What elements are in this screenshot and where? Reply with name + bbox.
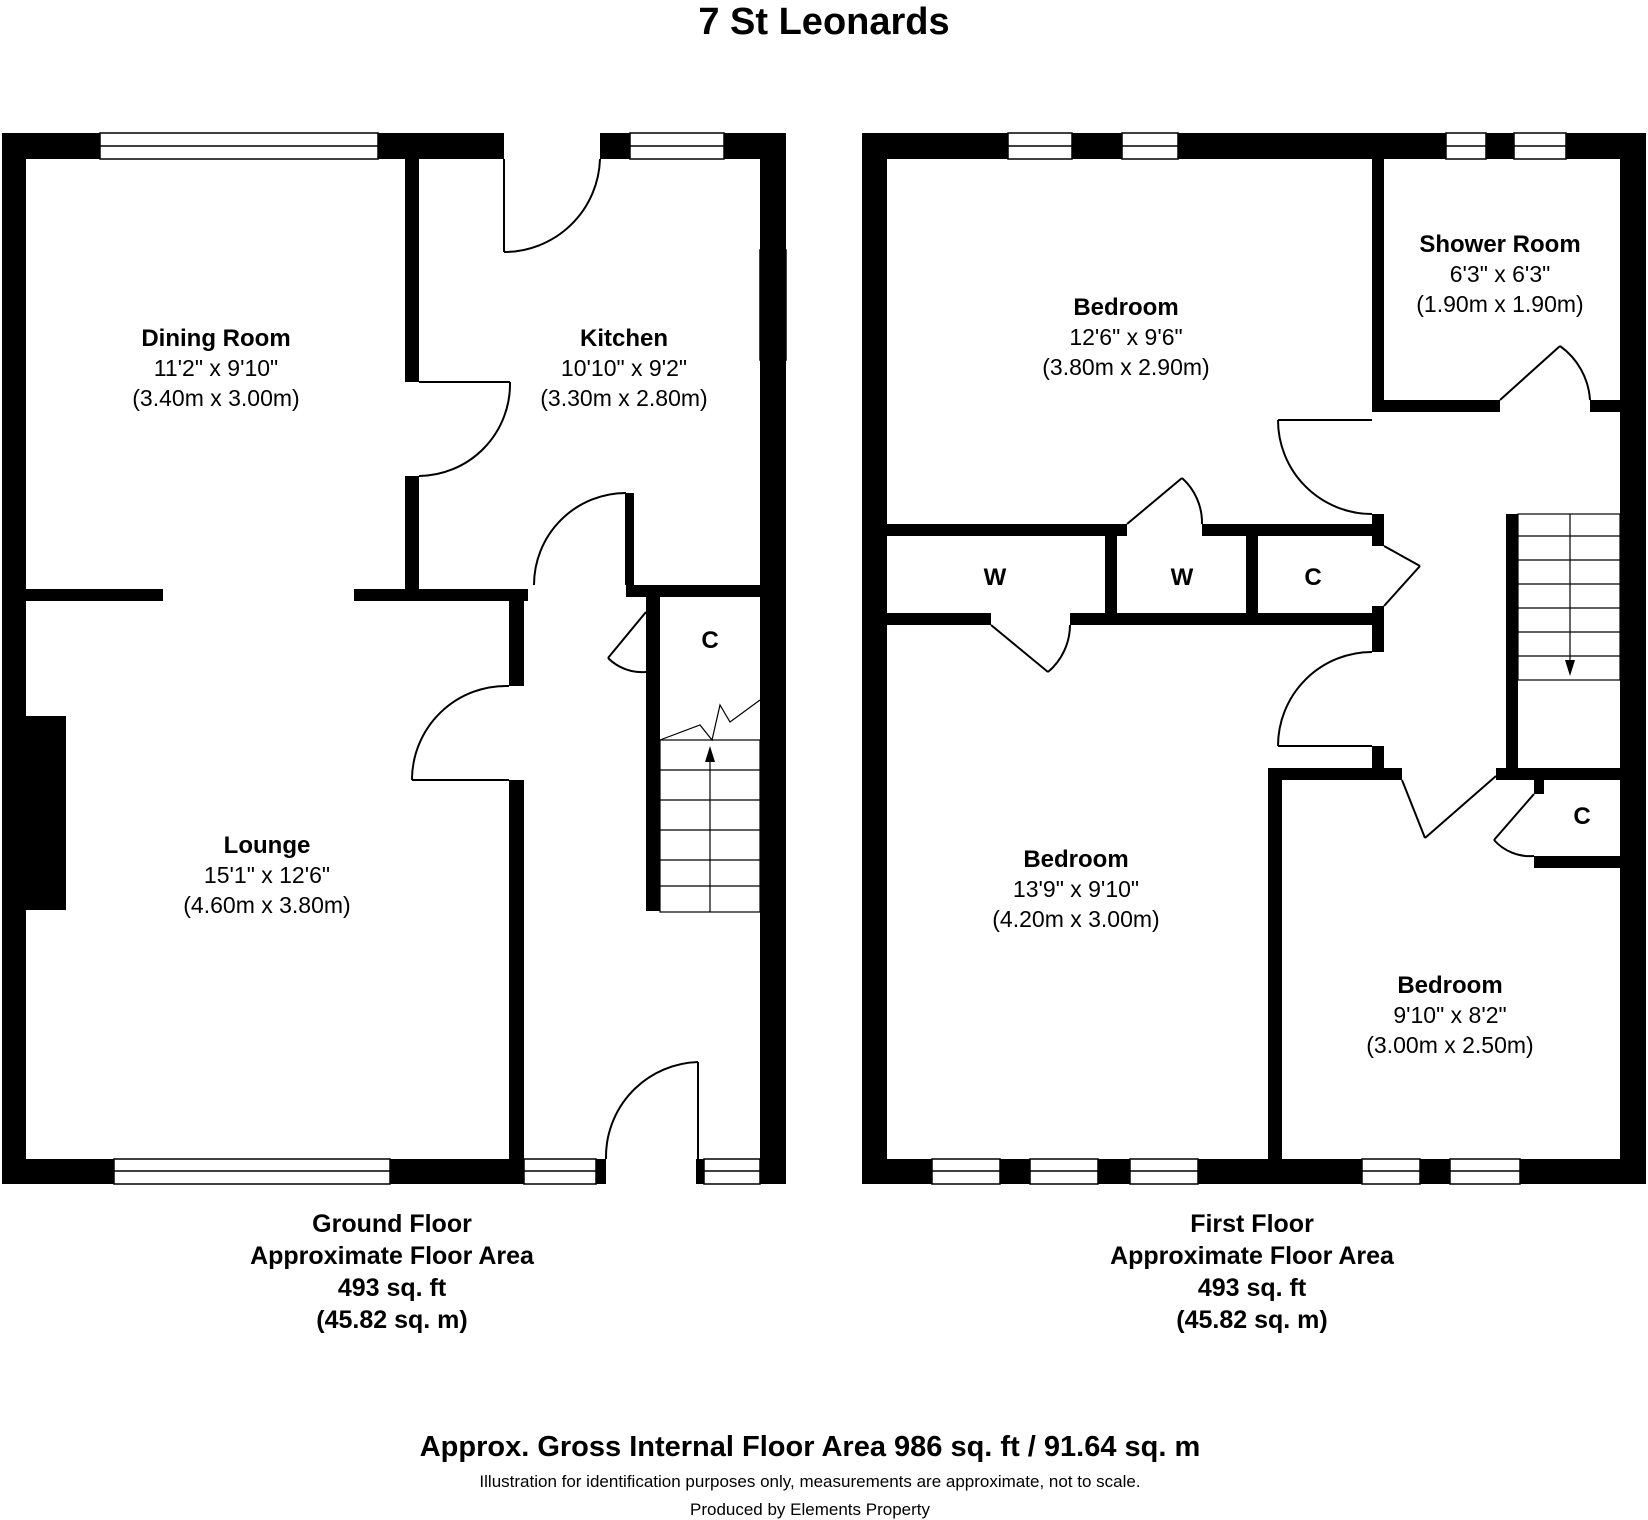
ground-floor-windows: [99, 132, 787, 1185]
first-floor-stairs: [1517, 513, 1621, 681]
floor-area-sqm: (45.82 sq. m): [1176, 1306, 1328, 1334]
room-dimensions-metric: (4.60m x 3.80m): [183, 892, 351, 918]
wardrobe-label: W: [983, 564, 1007, 591]
floor-area-sqft: 493 sq. ft: [1197, 1274, 1307, 1302]
room-name: Bedroom: [1023, 846, 1129, 873]
floor-name: First Floor: [1190, 1210, 1314, 1238]
first-floor-doors: [990, 345, 1591, 858]
ground-floor-stair-arrow: [705, 746, 715, 762]
room-name: Bedroom: [1073, 294, 1179, 321]
room-label-shower-room: Shower Room 6'3" x 6'3" (1.90m x 1.90m): [1390, 233, 1610, 316]
room-name: Bedroom: [1397, 972, 1503, 999]
page-title: 7 St Leonards: [698, 1, 950, 43]
room-dimensions-imperial: 9'10" x 8'2": [1393, 1002, 1507, 1028]
floor-area-sqm: (45.82 sq. m): [316, 1306, 468, 1334]
room-name: Lounge: [223, 832, 311, 859]
room-label-bedroom-1: Bedroom 12'6" x 9'6" (3.80m x 2.90m): [976, 296, 1276, 379]
room-dimensions-imperial: 12'6" x 9'6": [1069, 324, 1183, 350]
first-floor-windows: [931, 132, 1567, 1185]
room-name: Kitchen: [579, 325, 668, 352]
room-dimensions-metric: (3.30m x 2.80m): [540, 385, 708, 411]
room-label-bedroom-3: Bedroom 9'10" x 8'2" (3.00m x 2.50m): [1300, 974, 1600, 1057]
room-dimensions-imperial: 11'2" x 9'10": [153, 355, 279, 381]
cupboard-label: C: [1573, 803, 1591, 830]
gross-floor-area: Approx. Gross Internal Floor Area 986 sq…: [419, 1431, 1201, 1463]
floor-area-caption: Approximate Floor Area: [1110, 1242, 1394, 1270]
room-dimensions-metric: (3.00m x 2.50m): [1366, 1032, 1534, 1058]
first-floor-walls: [862, 133, 1646, 1184]
floor-name: Ground Floor: [312, 1210, 472, 1238]
room-dimensions-imperial: 15'1" x 12'6": [203, 862, 331, 888]
cupboard-label: C: [1304, 564, 1322, 591]
ground-floor-doors: [411, 158, 699, 1160]
wardrobe-label: W: [1170, 564, 1194, 591]
first-floor-stair-arrow: [1565, 660, 1575, 676]
room-dimensions-imperial: 13'9" x 9'10": [1012, 876, 1140, 902]
disclaimer-text: Illustration for identification purposes…: [479, 1472, 1141, 1491]
room-dimensions-imperial: 6'3" x 6'3": [1449, 261, 1551, 287]
room-label-lounge: Lounge 15'1" x 12'6" (4.60m x 3.80m): [117, 834, 417, 917]
room-name: Shower Room: [1419, 231, 1581, 258]
room-name: Dining Room: [141, 325, 291, 352]
room-dimensions-metric: (4.20m x 3.00m): [992, 906, 1160, 932]
room-dimensions-metric: (1.90m x 1.90m): [1416, 291, 1584, 317]
room-dimensions-metric: (3.40m x 3.00m): [132, 385, 300, 411]
floor-area-caption: Approximate Floor Area: [250, 1242, 534, 1270]
cupboard-label: C: [701, 627, 719, 654]
ground-floor-stairs: [659, 699, 761, 913]
floor-area-sqft: 493 sq. ft: [337, 1274, 447, 1302]
room-label-bedroom-2: Bedroom 13'9" x 9'10" (4.20m x 3.00m): [926, 848, 1226, 931]
room-label-dining-room: Dining Room 11'2" x 9'10" (3.40m x 3.00m…: [66, 327, 366, 410]
room-label-kitchen: Kitchen 10'10" x 9'2" (3.30m x 2.80m): [474, 327, 774, 410]
room-dimensions-imperial: 10'10" x 9'2": [560, 355, 688, 381]
ground-floor-area-label: Ground Floor Approximate Floor Area 493 …: [192, 1208, 592, 1336]
ground-floor-walls: [2, 133, 786, 1184]
credit-text: Produced by Elements Property: [689, 1500, 930, 1519]
room-dimensions-metric: (3.80m x 2.90m): [1042, 354, 1210, 380]
first-floor-area-label: First Floor Approximate Floor Area 493 s…: [1052, 1208, 1452, 1336]
